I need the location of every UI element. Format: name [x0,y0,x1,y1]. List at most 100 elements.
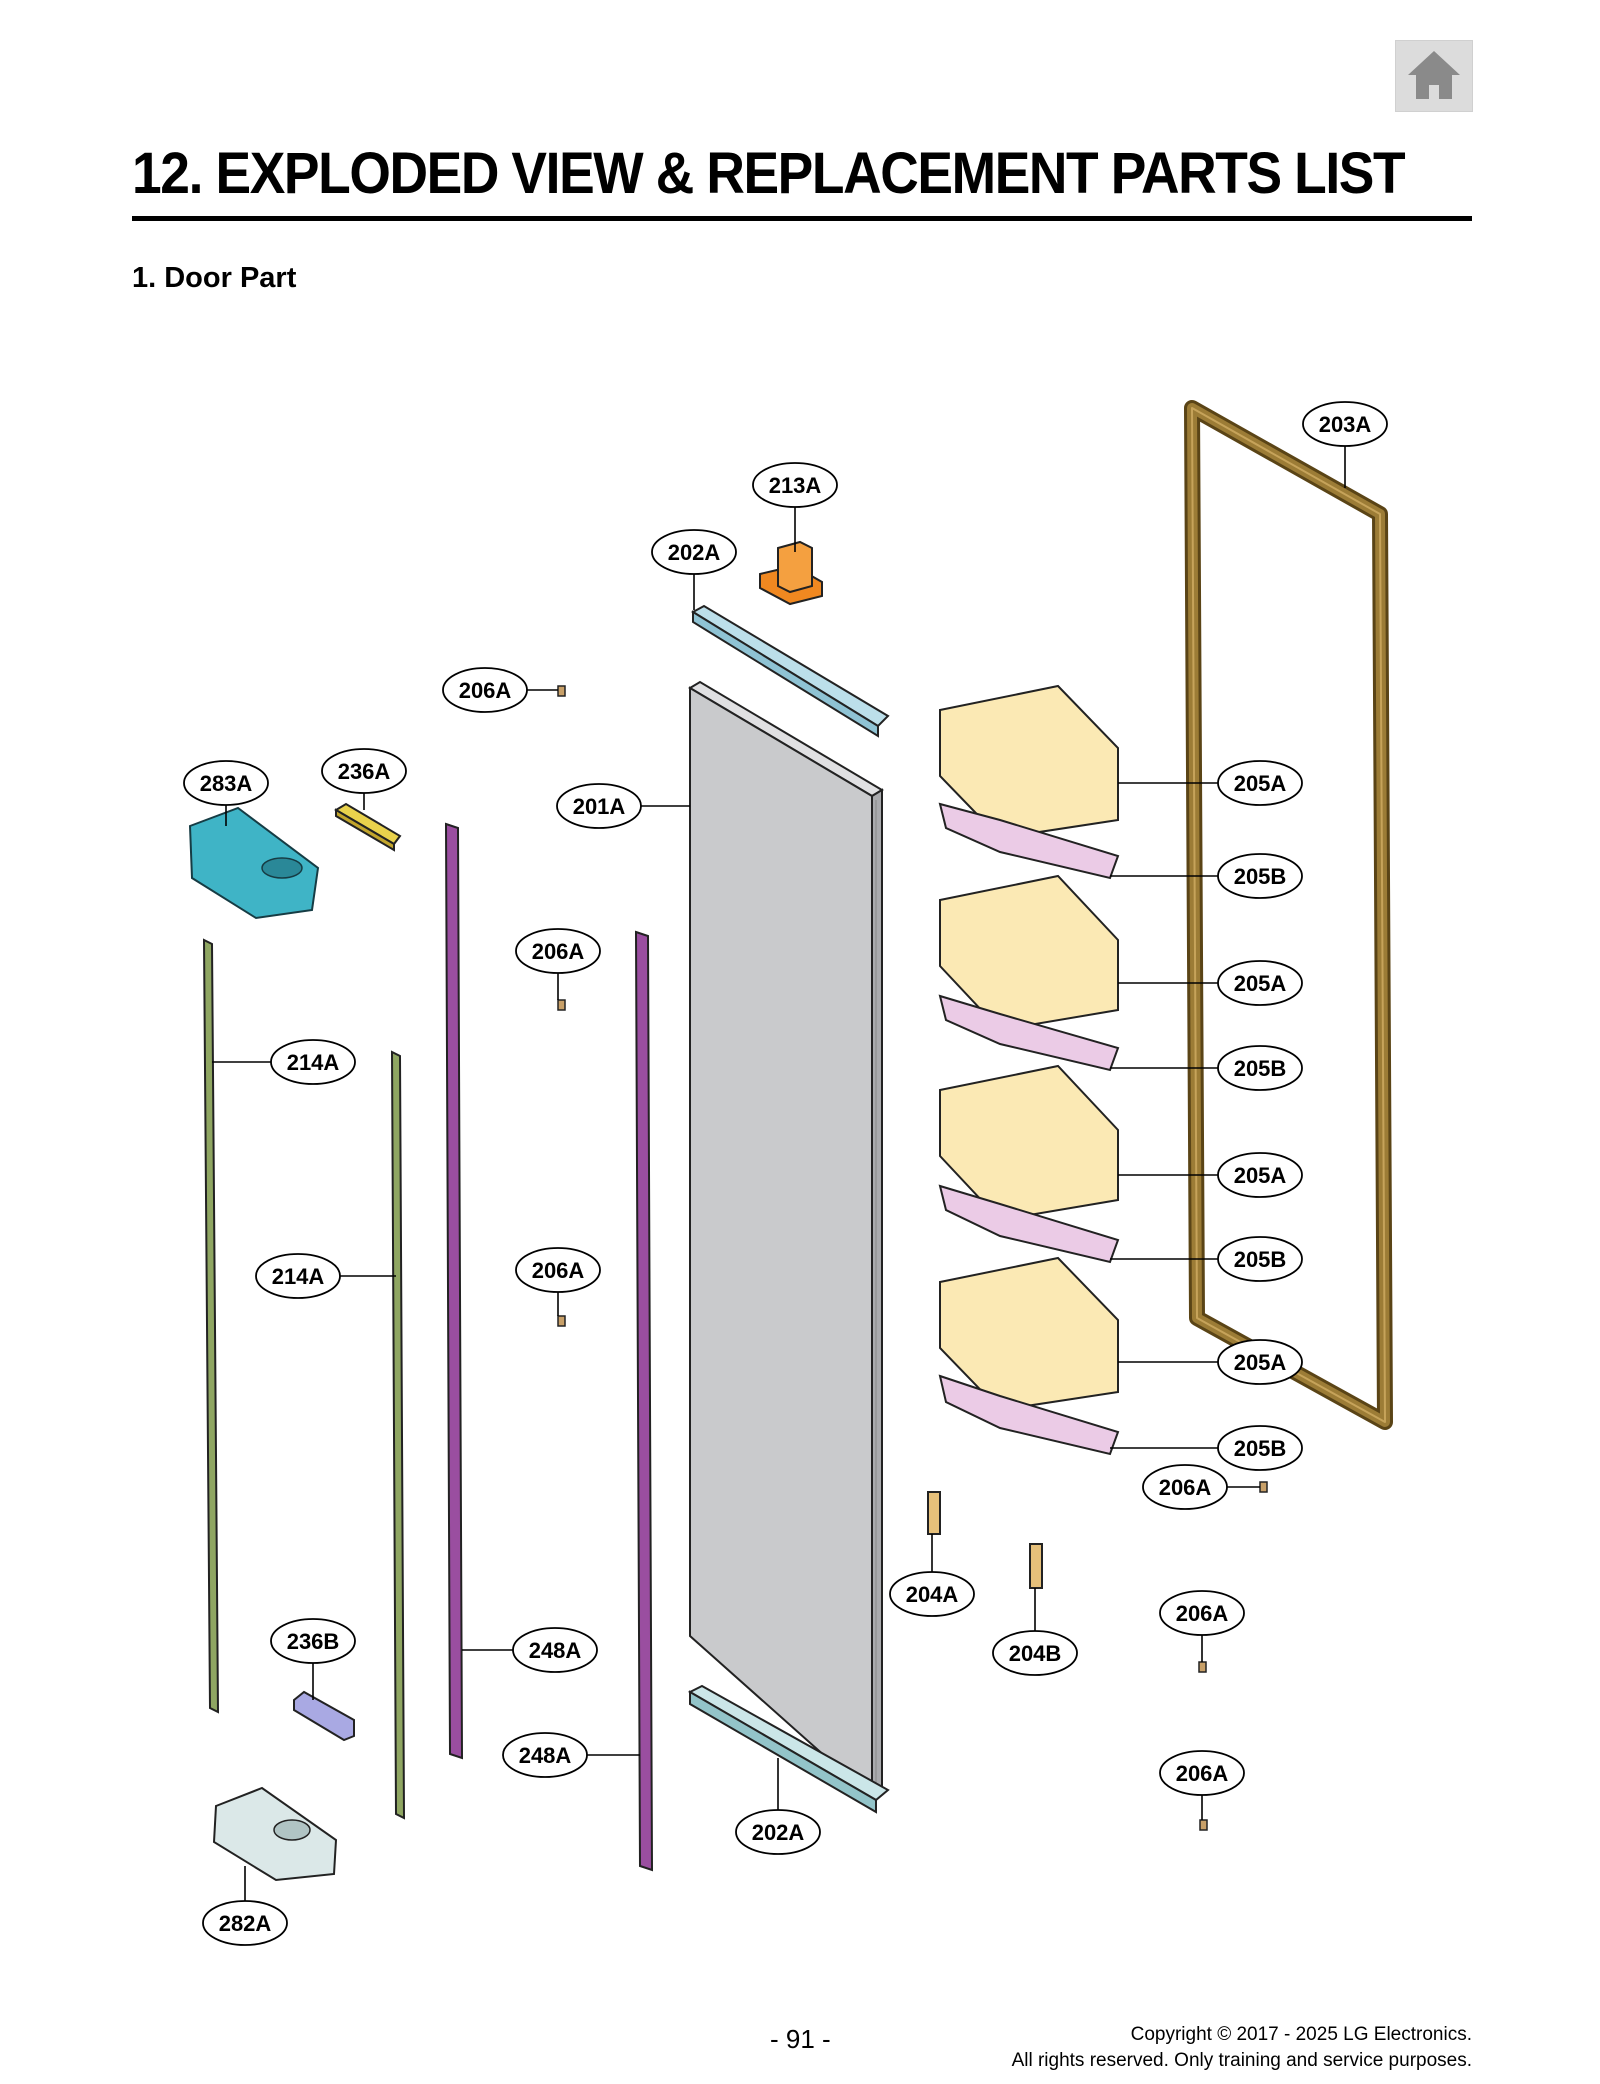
callout-label: 204B [1009,1641,1062,1666]
callout-203a: 203A [1302,401,1388,488]
home-button[interactable] [1395,40,1473,112]
callout-label: 202A [668,540,721,565]
callout-bubble [1217,1339,1303,1385]
callout-label: 205A [1234,971,1287,996]
callout-206a: 206A [1159,1590,1245,1662]
callout-bubble [1302,401,1388,447]
callout-204a: 204A [889,1534,975,1617]
callout-206a: 206A [442,667,558,713]
callout-label: 206A [1176,1761,1229,1786]
callout-label: 282A [219,1911,272,1936]
callout-bubble [1217,1045,1303,1091]
page-number: - 91 - [770,2024,831,2054]
callout-label: 206A [459,678,512,703]
callout-label: 205A [1234,1163,1287,1188]
callout-label: 206A [1159,1475,1212,1500]
callout-bubble [1159,1590,1245,1636]
callout-bubble [202,1900,288,1946]
part-bracket [293,1690,355,1742]
callout-205a: 205A [1118,760,1303,806]
callout-label: 283A [200,771,253,796]
callout-bubble [515,1247,601,1293]
parts-layer [188,400,1393,1882]
callout-205a: 205A [1118,1339,1303,1385]
callout-248a: 248A [462,1627,598,1673]
part-top-cap [691,604,890,738]
callout-label: 205A [1234,771,1287,796]
callout-202a: 202A [735,1758,821,1855]
callout-label: 203A [1319,412,1372,437]
callout-248a: 248A [502,1732,640,1778]
callout-bubble [270,1618,356,1664]
callout-201a: 201A [556,783,690,829]
callout-label: 236A [338,759,391,784]
bin-set-2 [938,874,1120,1072]
callout-204b: 204B [992,1588,1078,1676]
callout-bubble [515,928,601,974]
section-title: 1. Door Part [132,262,297,294]
callout-bubble [321,748,407,794]
callout-label: 202A [752,1820,805,1845]
part-bracket-204b [1029,1543,1043,1589]
callout-205b: 205B [1110,1425,1303,1471]
callout-label: 205B [1234,864,1287,889]
callout-236b: 236B [270,1618,356,1700]
callout-bubble [1217,1236,1303,1282]
callout-bubble [502,1732,588,1778]
callout-label: 204A [906,1582,959,1607]
callout-206a: 206A [515,928,601,1000]
callout-213a: 213A [752,462,838,552]
callout-label: 205B [1234,1436,1287,1461]
callout-202a: 202A [651,529,737,610]
callout-206a: 206A [1159,1750,1245,1820]
callout-bubble [183,760,269,806]
part-rail-left [202,938,220,1714]
callout-bubble [1217,1152,1303,1198]
part-door-panel [688,680,884,1801]
home-icon [1408,51,1460,99]
callout-205a: 205A [1118,1152,1303,1198]
callout-label: 214A [287,1050,340,1075]
callout-214a: 214A [212,1039,356,1085]
callout-bubble [1217,960,1303,1006]
callout-214a: 214A [255,1253,396,1299]
callout-label: 206A [532,939,585,964]
callout-bubble [270,1039,356,1085]
callout-bubble [512,1627,598,1673]
part-screws [557,685,1268,1831]
callout-label: 248A [519,1743,572,1768]
part-gasket [1184,400,1393,1430]
bin-set-4 [938,1256,1120,1456]
copyright-line-2: All rights reserved. Only training and s… [1011,2050,1472,2071]
callout-label: 236B [287,1629,340,1654]
callout-bubble [442,667,528,713]
part-bottom-cap [687,1684,890,1814]
callout-205b: 205B [1110,1236,1303,1282]
callout-bubble [1159,1750,1245,1796]
callout-206a: 206A [515,1247,601,1316]
part-duct-left [444,822,464,1760]
callout-label: 206A [1176,1601,1229,1626]
callout-205b: 205B [1110,853,1303,899]
callout-205b: 205B [1110,1045,1303,1091]
callout-bubble [556,783,642,829]
callout-bubble [651,529,737,575]
part-stopper [759,540,823,606]
callout-206a: 206A [1142,1464,1260,1510]
title-rule [132,216,1472,221]
callout-label: 205B [1234,1056,1287,1081]
callout-bubble [1217,1425,1303,1471]
callout-label: 205A [1234,1350,1287,1375]
callout-label: 205B [1234,1247,1287,1272]
callout-bubble [752,462,838,508]
callout-label: 214A [272,1264,325,1289]
callout-bubble [992,1630,1078,1676]
callout-205a: 205A [1118,960,1303,1006]
part-duct-right [634,930,654,1872]
copyright: Copyright © 2017 - 2025 LG Electronics. … [1012,2022,1472,2074]
part-lower-hinge [212,1786,338,1882]
callout-bubble [255,1253,341,1299]
callout-283a: 283A [183,760,269,826]
part-rail-right [390,1050,406,1820]
